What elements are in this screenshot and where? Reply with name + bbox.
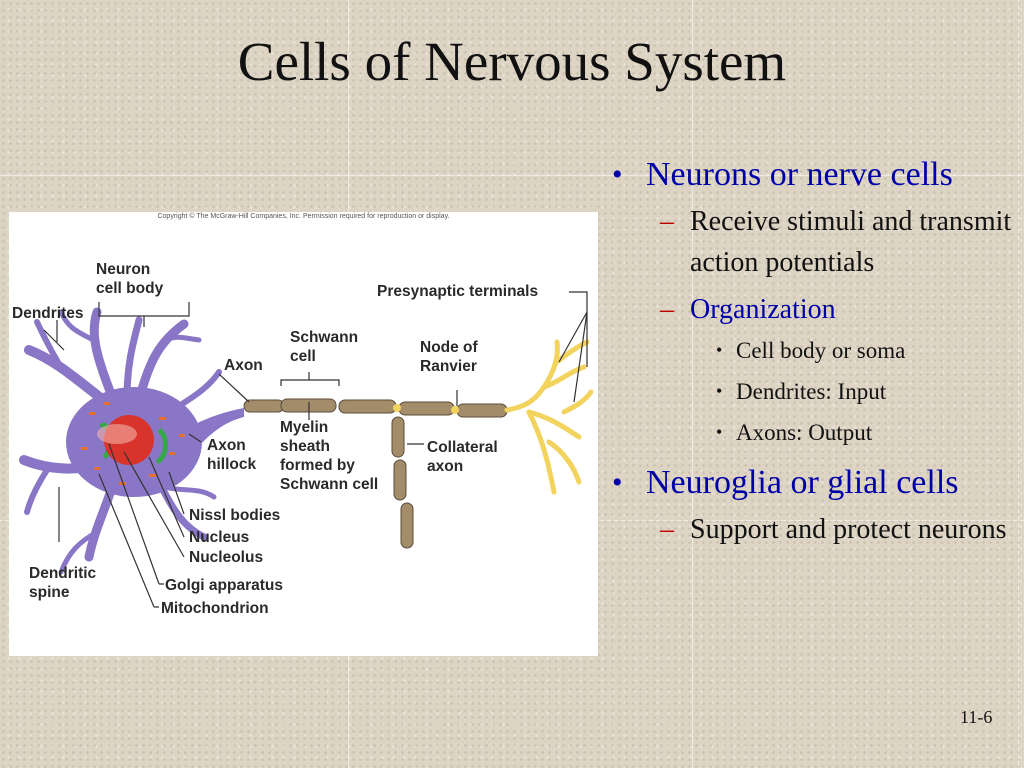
label-schwann-cell: Schwann cell [290,329,359,365]
label-axon-hillock: Axon hillock [207,437,257,473]
dash-marker: – [660,294,674,325]
sub-bullet-receive-stimuli-text: Receive stimuli and transmit action pote… [690,206,1012,278]
item-axons: • Axons: Output [604,412,1019,453]
label-nucleus: Nucleus [189,529,250,546]
bullet-neurons-text: Neurons or nerve cells [646,156,953,193]
neuron-illustration [19,291,594,608]
label-golgi-apparatus: Golgi apparatus [165,577,283,594]
label-collateral-axon: Collateral axon [427,439,498,475]
bullet-marker: • [612,158,623,191]
sub-bullet-organization: – Organization [604,289,1019,330]
label-axon: Axon [224,357,263,374]
bullet-neuroglia: • Neuroglia or glial cells [604,463,1019,503]
sub-bullet-receive-stimuli: – Receive stimuli and transmit action po… [604,201,1019,283]
item-cell-body: • Cell body or soma [604,330,1019,371]
sub-bullet-marker: • [716,422,723,442]
slide-title: Cells of Nervous System [237,31,787,92]
item-cell-body-text: Cell body or soma [736,338,906,363]
label-dendritic-spine: Dendritic spine [29,565,97,601]
bullet-marker: • [612,466,623,499]
dash-marker: – [660,206,674,237]
sub-bullet-support-text: Support and protect neurons [690,514,1007,545]
bullet-neurons: • Neurons or nerve cells [604,155,1019,195]
label-dendrites: Dendrites [12,305,84,322]
axon-hillock-shape [189,408,244,452]
sub-bullet-organization-text: Organization [690,294,836,325]
bullet-list: • Neurons or nerve cells – Receive stimu… [604,155,1019,550]
label-myelin-sheath: Myelin sheath formed by Schwann cell [280,419,379,493]
item-dendrites: • Dendrites: Input [604,371,1019,412]
sub-bullet-marker: • [716,381,723,401]
myelin-sheath-shape [243,398,508,418]
label-node-of-ranvier: Node of Ranvier [420,339,478,375]
label-mitochondrion: Mitochondrion [161,600,269,617]
copyright-notice: Copyright © The McGraw-Hill Companies, I… [157,213,450,220]
dash-marker: – [660,514,674,545]
sub-bullet-marker: • [716,340,723,360]
presynaptic-terminals-shape [504,339,594,495]
collateral-axon-shape [391,416,414,549]
label-nucleolus: Nucleolus [189,549,264,566]
label-presynaptic-terminals: Presynaptic terminals [377,283,539,300]
item-axons-text: Axons: Output [736,420,873,445]
label-neuron-cell-body: Neuron cell body [96,261,164,297]
label-nissl-bodies: Nissl bodies [189,507,281,524]
sub-bullet-support: – Support and protect neurons [604,509,1019,550]
neuron-diagram: Copyright © The McGraw-Hill Companies, I… [9,212,598,656]
page-number: 11-6 [960,707,993,727]
item-dendrites-text: Dendrites: Input [736,379,887,404]
bullet-neuroglia-text: Neuroglia or glial cells [646,464,959,501]
